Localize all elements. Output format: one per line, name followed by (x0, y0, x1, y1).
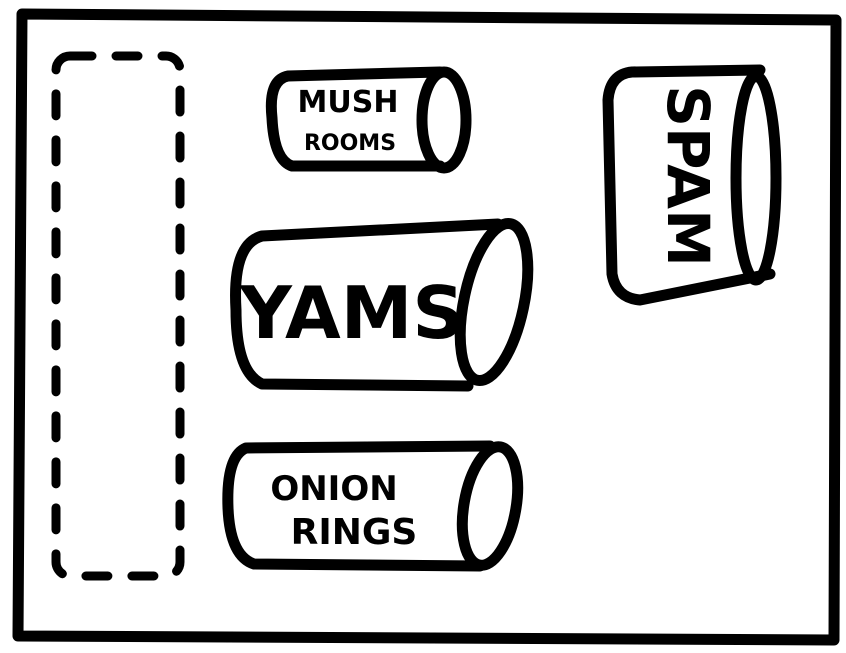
can-yams[interactable]: YAMS (230, 217, 540, 392)
can-spam[interactable]: SPAM (602, 64, 782, 306)
can-yams-label: YAMS (239, 271, 464, 355)
can-onion-rings-body (222, 440, 496, 572)
can-spam-body (602, 64, 776, 306)
can-mushrooms[interactable]: MUSH ROOMS (265, 66, 472, 174)
can-mushrooms-label-line2: ROOMS (304, 131, 396, 156)
can-mushrooms-label-line1: MUSH (298, 85, 399, 120)
can-yams-lid (454, 217, 534, 387)
shelf-frame (12, 8, 842, 646)
can-onion-rings-lid (456, 441, 524, 571)
can-spam-label: SPAM (654, 85, 722, 267)
can-onion-rings-label-line2: RINGS (291, 512, 418, 553)
can-mushrooms-lid (416, 66, 472, 174)
can-mushrooms-body (265, 66, 446, 172)
can-spam-lid (730, 70, 782, 286)
can-yams-body (230, 218, 504, 392)
can-onion-rings-label-line1: ONION (270, 469, 397, 509)
can-onion-rings[interactable]: ONION RINGS (222, 440, 526, 572)
empty-slot-outline[interactable] (51, 51, 185, 581)
